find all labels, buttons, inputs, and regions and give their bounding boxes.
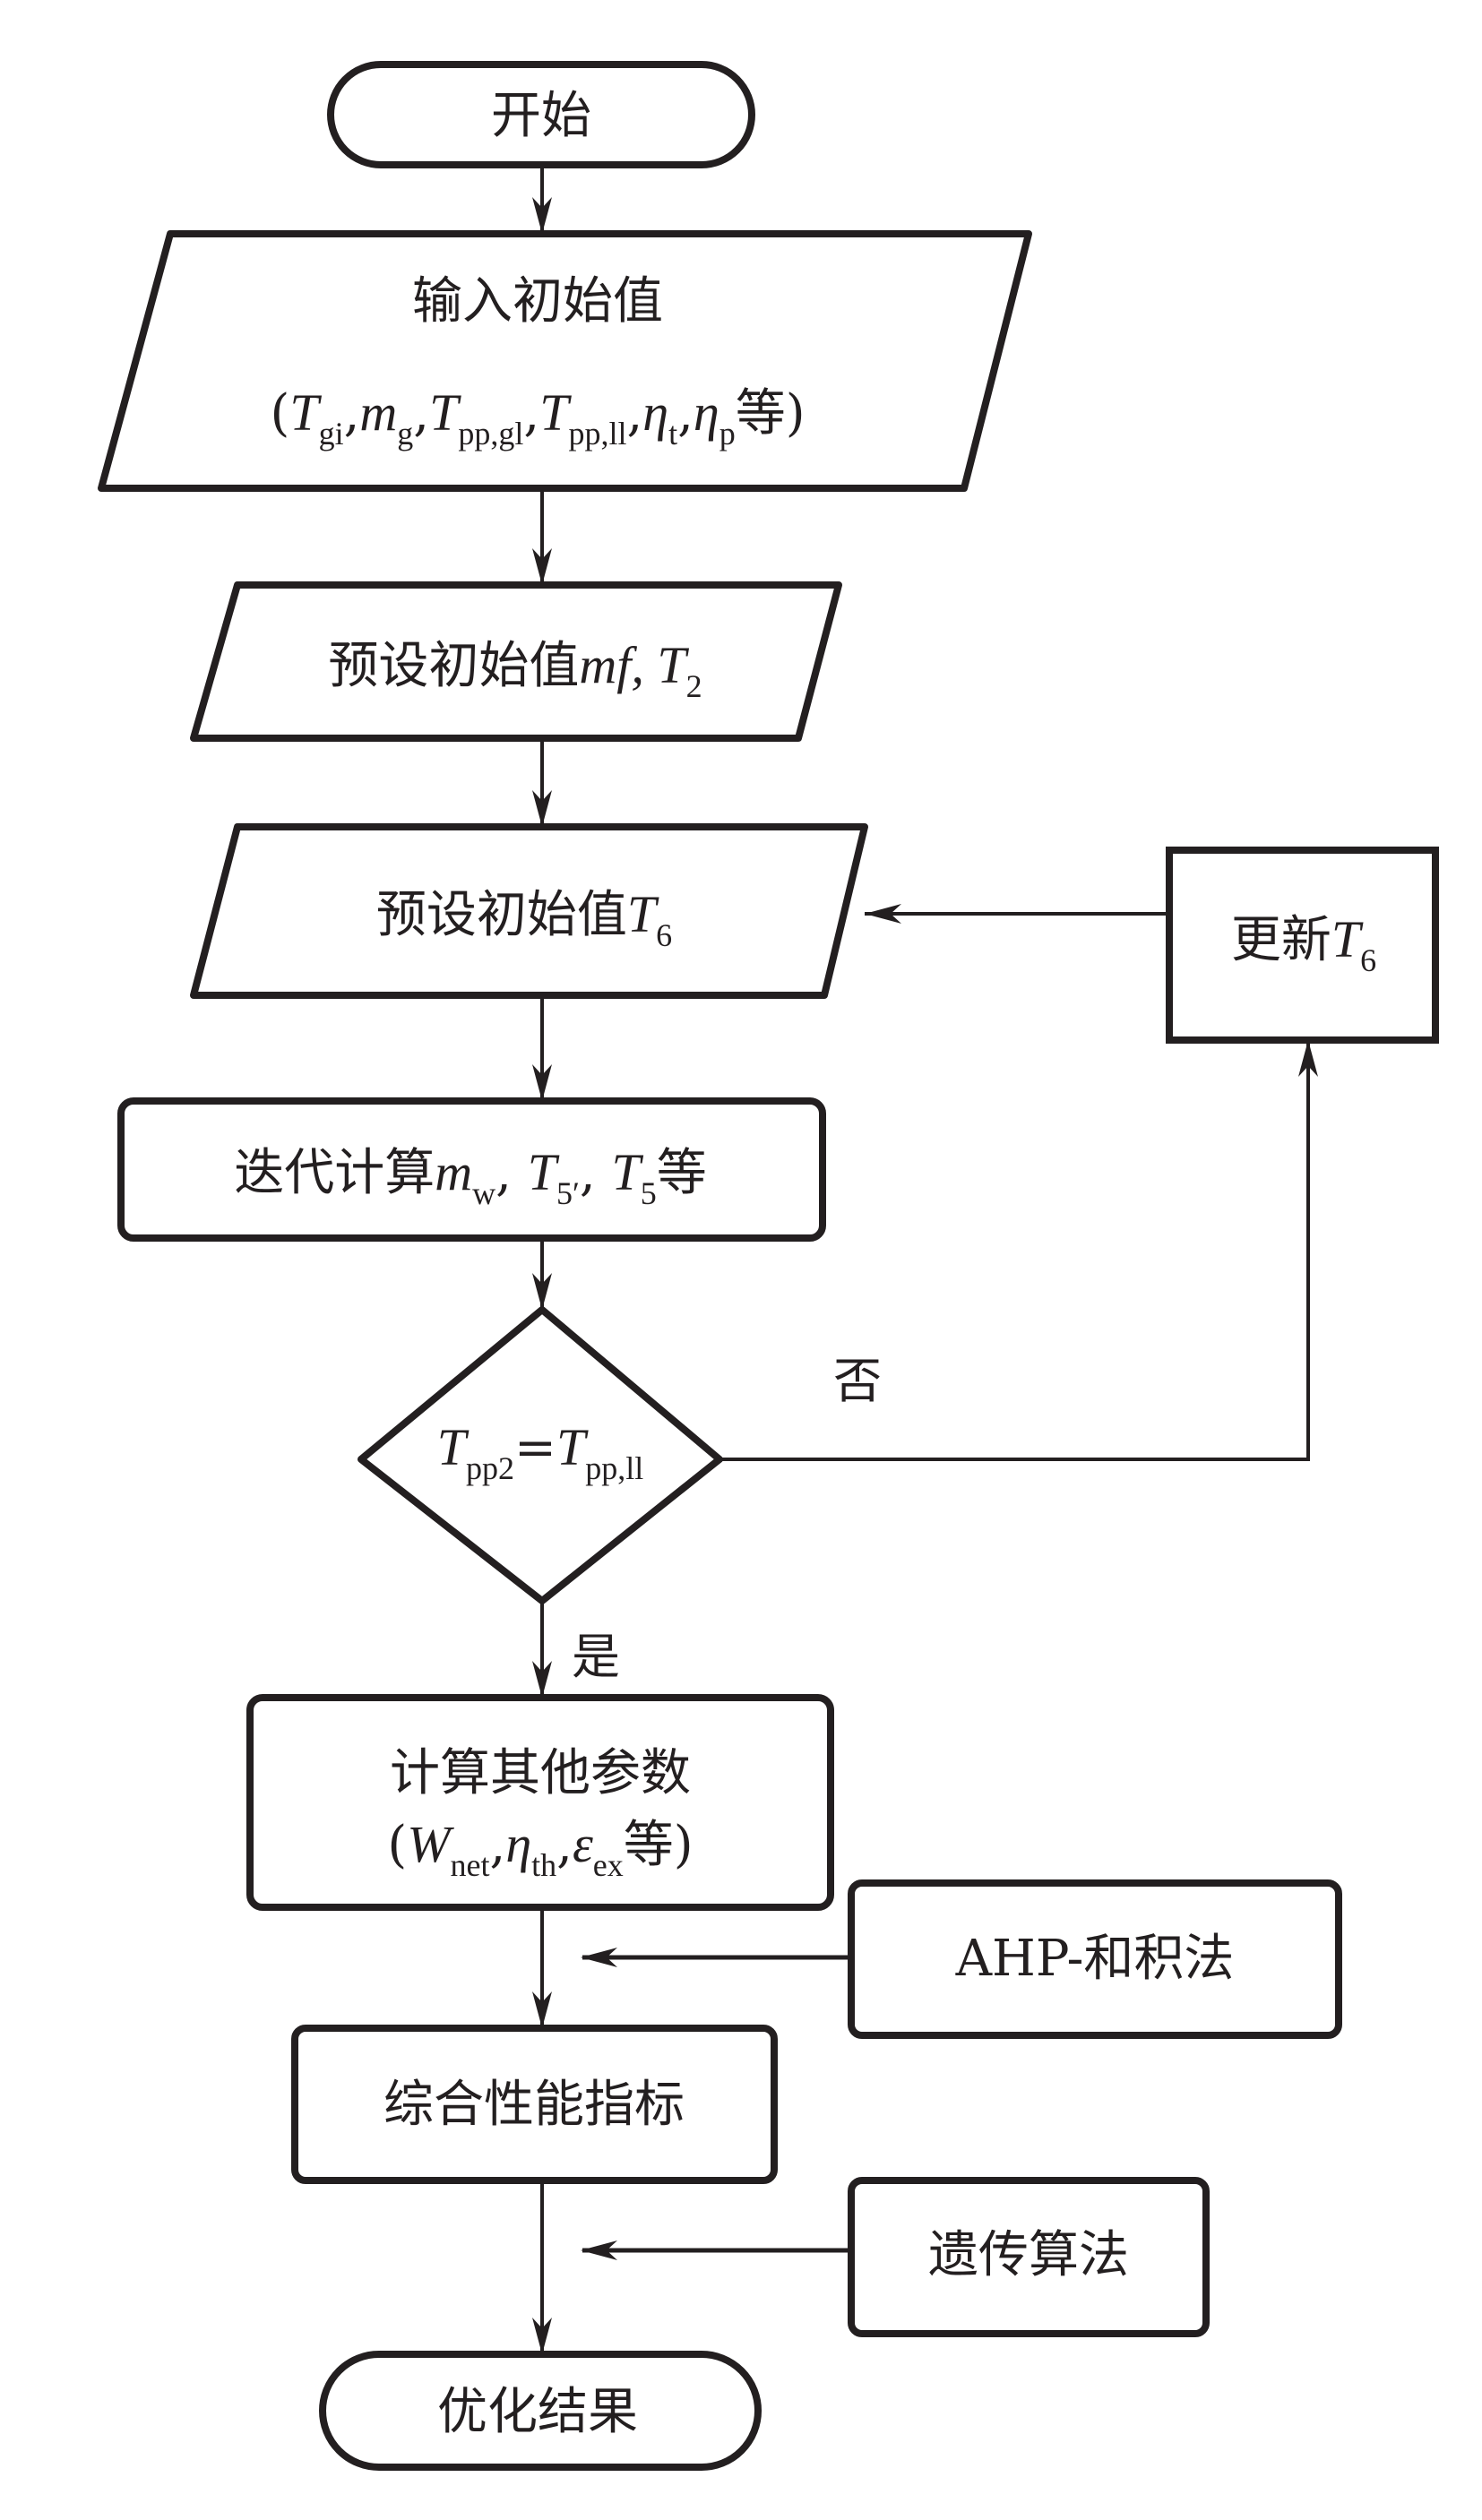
no-branch-label: 否 <box>833 1353 882 1409</box>
io-shape <box>190 581 842 742</box>
node-decision: Tpp2=Tpp,ll <box>358 1306 723 1604</box>
node-preset-t6: 预设初始值T6 <box>190 823 868 999</box>
node-iterate: 迭代计算mw, T5′, T5等 <box>117 1097 826 1242</box>
process-shape <box>848 1879 1342 2039</box>
node-composite: 综合性能指标 <box>291 2025 778 2184</box>
iterate-label: 迭代计算mw, T5′, T5等 <box>234 1143 707 1211</box>
composite-label: 综合性能指标 <box>383 2076 685 2134</box>
process-shape <box>291 2025 778 2184</box>
arrowhead-icon <box>865 904 901 924</box>
node-end: 优化结果 <box>319 2351 762 2471</box>
end-label: 优化结果 <box>437 2383 638 2441</box>
arrowhead-icon <box>581 1948 617 1967</box>
decision-condition: Tpp2=Tpp,ll <box>437 1418 643 1486</box>
edge-decision-update <box>719 1040 1310 1461</box>
node-ahp: AHP-和积法 <box>848 1879 1342 2039</box>
arrowhead-icon <box>532 548 552 585</box>
process-shape <box>246 1694 834 1911</box>
node-update-t6: 更新T6 <box>1166 847 1439 1044</box>
calc-params: (Wnet,ηth,εex等) <box>387 1815 693 1883</box>
node-calc-params: 计算其他参数 (Wnet,ηth,εex等) <box>246 1694 834 1911</box>
arrowhead-icon <box>532 197 552 234</box>
terminator-shape <box>319 2351 762 2471</box>
decision-shape <box>358 1306 723 1604</box>
arrowhead-icon <box>1298 1040 1318 1077</box>
io-shape <box>98 230 1032 492</box>
arrowhead-icon <box>532 1273 552 1310</box>
arrowhead-icon <box>532 1661 552 1698</box>
update-label: 更新T6 <box>1231 910 1376 978</box>
terminator-shape <box>327 61 755 168</box>
yes-branch-label: 是 <box>572 1629 620 1685</box>
arrowhead-icon <box>532 1991 552 2028</box>
node-preset-mf-t2: 预设初始值mf, T2 <box>190 581 842 742</box>
connectors <box>532 165 1318 2354</box>
arrowhead-icon <box>532 790 552 827</box>
process-shape <box>117 1097 826 1242</box>
process-shape <box>1166 847 1439 1044</box>
calc-title: 计算其他参数 <box>390 1744 691 1802</box>
node-start: 开始 <box>327 61 755 168</box>
arrowhead-icon <box>532 1064 552 1101</box>
process-shape <box>848 2177 1210 2337</box>
ahp-label: AHP-和积法 <box>955 1930 1235 1988</box>
start-label: 开始 <box>491 87 591 145</box>
input-title: 输入初始值 <box>412 272 663 331</box>
node-input: 输入初始值 (Tgi,mg,Tpp,gl,Tpp,ll,ηt,ηp等) <box>98 230 1032 492</box>
preset2-label: 预设初始值T6 <box>376 885 672 953</box>
io-shape <box>190 823 868 999</box>
node-ga: 遗传算法 <box>848 2177 1210 2337</box>
input-params: (Tgi,mg,Tpp,gl,Tpp,ll,ηt,ηp等) <box>270 383 805 452</box>
preset1-label: 预设初始值mf, T2 <box>328 636 702 704</box>
ga-label: 遗传算法 <box>928 2226 1129 2284</box>
arrowhead-icon <box>581 2240 617 2260</box>
arrowhead-icon <box>532 2318 552 2354</box>
